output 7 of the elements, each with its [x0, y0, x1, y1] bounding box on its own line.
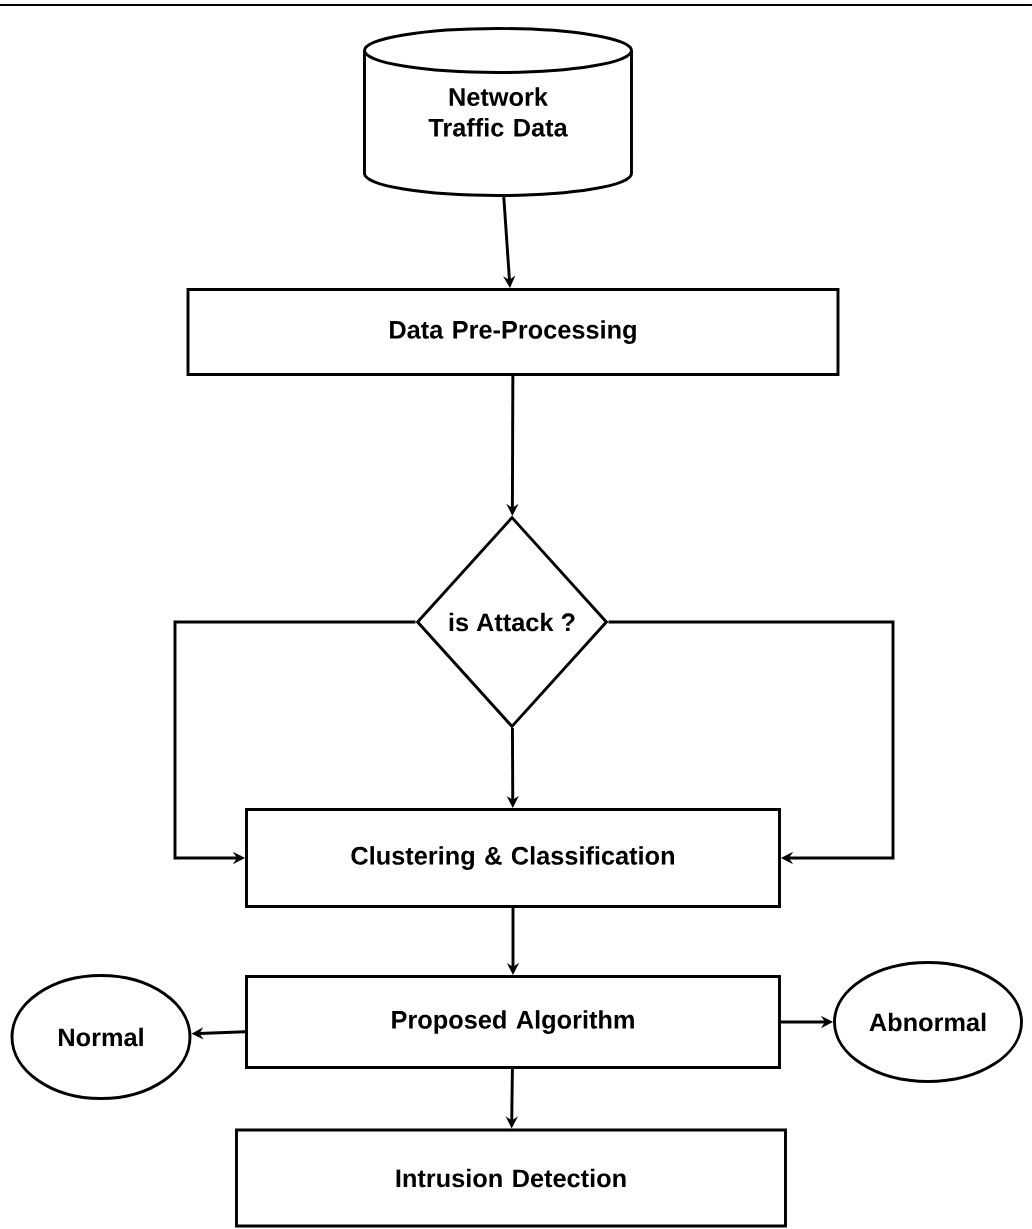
database-cylinder: Network Traffic Data	[363, 27, 633, 197]
process-box: Data Pre-Processing	[186, 288, 840, 376]
process-box: Intrusion Detection	[235, 1128, 787, 1228]
process-box: Clustering & Classification	[245, 808, 781, 908]
process-box: Proposed Algorithm	[245, 975, 781, 1069]
node-label: Network Traffic Data	[428, 87, 568, 137]
arrow	[608, 620, 895, 865]
